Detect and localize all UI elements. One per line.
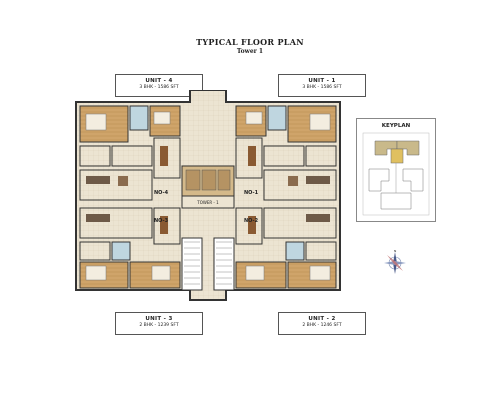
central-core: TOWER - 1 [181, 165, 235, 291]
unit-3-plan [79, 207, 181, 289]
unit-2-label-box: UNIT - 2 2 BHK - 1246 SFT [278, 312, 366, 335]
plan-label-no3: NO-3 [154, 218, 169, 224]
floor-plan-drawing: TOWER - 1 NO-4 NO-1 NO-3 NO-2 [75, 90, 341, 301]
keyplan-tower-2 [368, 168, 390, 192]
plan-subtitle: Tower 1 [236, 48, 264, 55]
chair-icon [288, 176, 298, 186]
lift-3 [217, 169, 231, 191]
dining-table-icon [160, 216, 168, 234]
unit-4-spec: 3 BHK - 1586 SFT [139, 85, 179, 90]
plan-title: TYPICAL FLOOR PLAN [196, 37, 304, 47]
unit-2-spec: 2 BHK - 1246 SFT [302, 323, 342, 328]
chair-icon [118, 176, 128, 186]
bed-icon [85, 113, 107, 131]
utility-unit-1 [305, 145, 337, 167]
staircase-left [181, 237, 203, 291]
sofa-icon [306, 176, 330, 184]
staircase-right [213, 237, 235, 291]
keyplan-highlight [390, 148, 404, 164]
dining-table-icon [248, 146, 256, 166]
dining-table-icon [248, 216, 256, 234]
unit-1-name: UNIT - 1 [308, 78, 336, 84]
keyplan-panel: KEYPLAN [356, 118, 436, 222]
plan-label-no2: NO-2 [244, 218, 259, 224]
living-unit-1 [263, 169, 337, 201]
unit-4-name: UNIT - 4 [145, 78, 173, 84]
lift-1 [185, 169, 201, 191]
tower-label: TOWER - 1 [196, 200, 219, 205]
stair-steps-left [184, 241, 200, 285]
stair-steps-right [216, 241, 232, 285]
living-unit-4 [79, 169, 153, 201]
unit-3-spec: 2 BHK - 1239 SFT [139, 323, 179, 328]
living-unit-3 [79, 207, 153, 239]
bed-icon [245, 111, 263, 125]
unit-3-name: UNIT - 3 [145, 316, 173, 322]
toilet-unit-1 [267, 105, 287, 131]
keyplan-tower-4 [380, 192, 412, 210]
toilet-unit-4 [129, 105, 149, 131]
plan-label-no4: NO-4 [154, 190, 169, 196]
kitchen-unit-2 [305, 241, 337, 261]
kitchen-unit-1 [263, 145, 305, 167]
unit-1-label-box: UNIT - 1 3 BHK - 1586 SFT [278, 74, 366, 97]
unit-3-label-box: UNIT - 3 2 BHK - 1239 SFT [115, 312, 203, 335]
toilet-unit-3 [111, 241, 131, 261]
compass-north-icon: N [384, 250, 406, 274]
unit-1-spec: 3 BHK - 1586 SFT [302, 85, 342, 90]
unit-1-plan [235, 105, 337, 201]
bed-icon [309, 113, 331, 131]
toilet-unit-2 [285, 241, 305, 261]
unit-4-plan [79, 105, 181, 201]
unit-2-plan [235, 207, 337, 289]
svg-text:N: N [394, 250, 397, 253]
bed-icon [309, 265, 331, 281]
sofa-icon [86, 214, 110, 222]
kitchen-unit-3 [79, 241, 111, 261]
lift-2 [201, 169, 217, 191]
plan-label-no1: NO-1 [244, 190, 259, 196]
keyplan-drawing [362, 132, 430, 216]
unit-2-name: UNIT - 2 [308, 316, 336, 322]
bed-icon [85, 265, 107, 281]
utility-unit-4 [79, 145, 111, 167]
bed-icon [151, 265, 171, 281]
keyplan-tower-3 [402, 168, 424, 192]
unit-4-label-box: UNIT - 4 3 BHK - 1586 SFT [115, 74, 203, 97]
dining-table-icon [160, 146, 168, 166]
kitchen-unit-4 [111, 145, 153, 167]
bed-icon [153, 111, 171, 125]
corridor [181, 195, 235, 209]
bed-icon [245, 265, 265, 281]
living-unit-2 [263, 207, 337, 239]
keyplan-title: KEYPLAN [381, 123, 411, 129]
sofa-icon [306, 214, 330, 222]
sofa-icon [86, 176, 110, 184]
